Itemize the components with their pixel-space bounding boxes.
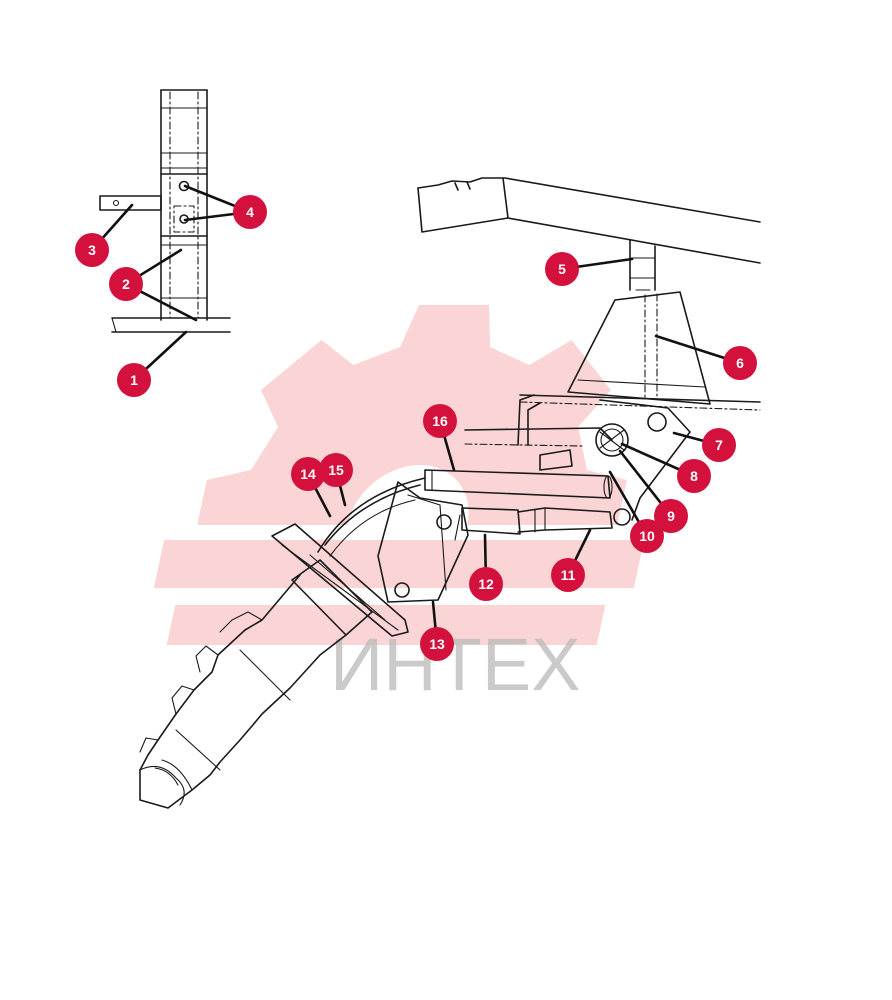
svg-text:1: 1	[130, 372, 138, 388]
callout-6: 6	[723, 346, 757, 380]
callouts: 1 2 3 4 5 6 7 8 9 10 11 12 13 14 15 16	[75, 195, 757, 661]
callout-1: 1	[117, 363, 151, 397]
callout-7: 7	[702, 428, 736, 462]
svg-text:13: 13	[429, 636, 445, 652]
watermark: ИНТЕХ	[153, 305, 645, 706]
main-assembly	[139, 177, 761, 809]
svg-text:14: 14	[300, 466, 316, 482]
svg-text:5: 5	[558, 261, 566, 277]
svg-text:8: 8	[690, 468, 698, 484]
callout-3: 3	[75, 233, 109, 267]
detail-view	[99, 89, 231, 333]
watermark-text: ИНТЕХ	[330, 623, 581, 706]
svg-text:12: 12	[478, 576, 494, 592]
svg-text:15: 15	[328, 462, 344, 478]
callout-5: 5	[545, 252, 579, 286]
callout-8: 8	[677, 459, 711, 493]
callout-15: 15	[319, 453, 353, 487]
callout-13: 13	[420, 627, 454, 661]
svg-text:6: 6	[736, 355, 744, 371]
svg-text:4: 4	[246, 204, 254, 220]
svg-text:9: 9	[667, 508, 675, 524]
callout-4: 4	[233, 195, 267, 229]
svg-text:16: 16	[432, 413, 448, 429]
svg-text:7: 7	[715, 437, 723, 453]
svg-text:11: 11	[561, 567, 576, 583]
callout-16: 16	[423, 404, 457, 438]
callout-14: 14	[291, 457, 325, 491]
svg-text:3: 3	[88, 242, 96, 258]
svg-text:10: 10	[639, 528, 655, 544]
callout-12: 12	[469, 567, 503, 601]
svg-text:2: 2	[122, 276, 130, 292]
callout-11: 11	[551, 558, 585, 592]
callout-9: 9	[654, 499, 688, 533]
callout-10: 10	[630, 519, 664, 553]
callout-2: 2	[109, 267, 143, 301]
